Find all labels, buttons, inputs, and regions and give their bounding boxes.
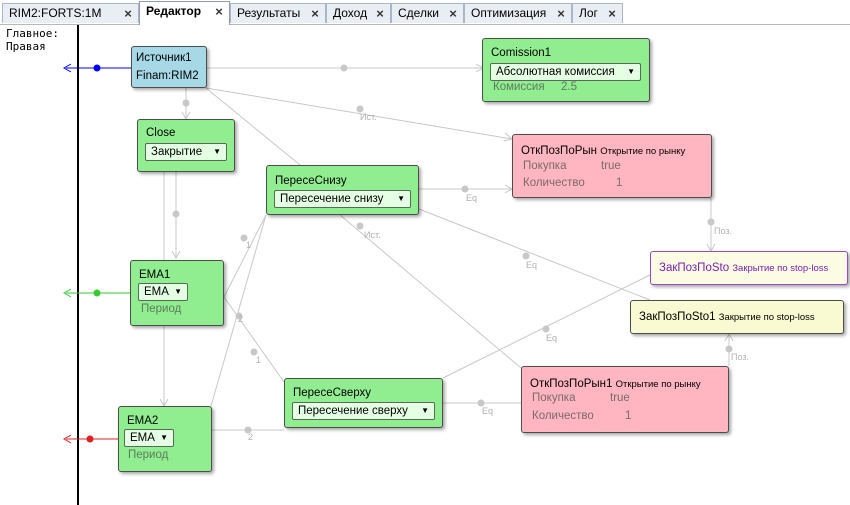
edge-label: Eq bbox=[526, 260, 538, 270]
close-node[interactable]: Close Закрытие ▼ bbox=[137, 119, 235, 172]
param-label: Покупка bbox=[532, 392, 576, 404]
chevron-down-icon: ▼ bbox=[627, 67, 635, 76]
panel-divider bbox=[77, 25, 79, 505]
param-label: Комиссия bbox=[493, 81, 545, 93]
edge-label: 1 bbox=[246, 240, 252, 250]
tab-bar: RIM2:FORTS:1M × Редактор × Результаты × … bbox=[0, 0, 850, 25]
tab-label: RIM2:FORTS:1M bbox=[9, 6, 102, 20]
tab-label: Лог bbox=[579, 6, 598, 20]
close-stop1-node[interactable]: ЗакПозПоSto1 Закрытие по stop-loss bbox=[630, 300, 844, 334]
cross-type-select[interactable]: Пересечение снизу ▼ bbox=[274, 190, 411, 208]
close-icon[interactable]: × bbox=[215, 4, 223, 19]
node-subtitle: Открытие по рынку bbox=[615, 379, 701, 390]
edge-label: 1 bbox=[256, 355, 262, 365]
field-select[interactable]: Закрытие ▼ bbox=[145, 143, 227, 161]
param-label: Период bbox=[128, 449, 169, 461]
node-title: ЗакПозПоSto Закрытие по stop-loss bbox=[659, 262, 828, 274]
close-icon[interactable]: × bbox=[124, 6, 132, 21]
param-label: Период bbox=[141, 303, 182, 315]
tab-label: Оптимизация bbox=[471, 6, 547, 20]
commission-type-select[interactable]: Абсолютная комиссия ▼ bbox=[490, 63, 641, 81]
ema1-node[interactable]: EMA1 EMA ▼ Период bbox=[130, 260, 224, 326]
param-value: 2.5 bbox=[561, 81, 577, 93]
param-value: 1 bbox=[625, 410, 632, 422]
param-value: true bbox=[610, 392, 630, 404]
node-title: ЗакПозПоSto1 Закрытие по stop-loss bbox=[639, 311, 815, 323]
close-icon[interactable]: × bbox=[608, 6, 616, 21]
indicator-select[interactable]: EMA ▼ bbox=[124, 429, 174, 447]
tab-label: Редактор bbox=[146, 4, 202, 18]
node-name: ЗакПозПоSto1 bbox=[639, 311, 716, 323]
node-title: ПересеСнизу bbox=[275, 175, 347, 187]
select-value: Абсолютная комиссия bbox=[496, 66, 615, 78]
param-value: 1 bbox=[616, 177, 623, 189]
node-subtitle: Закрытие по stop-loss bbox=[718, 312, 815, 323]
open-market-node[interactable]: ОткПозПоРын Открытие по рынку Покупка tr… bbox=[512, 134, 712, 198]
close-icon[interactable]: × bbox=[449, 6, 457, 21]
source-node[interactable]: Источник1 Finam:RIM2 bbox=[131, 46, 207, 88]
edge-label: Ист. bbox=[360, 112, 377, 122]
select-value: EMA bbox=[144, 286, 169, 298]
edge-label: Поз. bbox=[714, 226, 732, 236]
open-market1-node[interactable]: ОткПозПоРын1 Открытие по рынку Покупка t… bbox=[521, 366, 729, 433]
close-icon[interactable]: × bbox=[376, 6, 384, 21]
tab-deals[interactable]: Сделки × bbox=[391, 3, 464, 23]
edge-label: Eq bbox=[466, 193, 478, 203]
node-title: EMA2 bbox=[127, 415, 159, 427]
select-value: EMA bbox=[130, 432, 155, 444]
node-title: Comission1 bbox=[491, 47, 552, 59]
edge-label: 2 bbox=[238, 314, 244, 324]
tab-log[interactable]: Лог × bbox=[572, 3, 623, 23]
cross-down-node[interactable]: ПересеСнизу Пересечение снизу ▼ bbox=[266, 165, 419, 215]
close-icon[interactable]: × bbox=[311, 6, 319, 21]
chevron-down-icon: ▼ bbox=[174, 287, 182, 296]
edge-label: Eq bbox=[546, 333, 558, 343]
chevron-down-icon: ▼ bbox=[421, 406, 429, 415]
node-subtitle: Закрытие по stop-loss bbox=[732, 263, 829, 274]
node-title: ОткПозПоРын Открытие по рынку bbox=[521, 145, 685, 157]
tab-label: Сделки bbox=[398, 6, 439, 20]
close-stop-node[interactable]: ЗакПозПоSto Закрытие по stop-loss bbox=[650, 251, 848, 285]
edge-label: Поз. bbox=[731, 352, 749, 362]
param-label: Покупка bbox=[523, 160, 567, 172]
cross-type-select[interactable]: Пересечение сверху ▼ bbox=[292, 402, 435, 420]
edge-label: Eq bbox=[482, 406, 494, 416]
node-name: ОткПозПоРын1 bbox=[530, 378, 613, 390]
tab-income[interactable]: Доход × bbox=[326, 3, 391, 23]
node-title: EMA1 bbox=[139, 269, 171, 281]
panel-label-right: Правая bbox=[6, 40, 46, 53]
chevron-down-icon: ▼ bbox=[213, 147, 221, 156]
node-subtitle: Открытие по рынку bbox=[600, 146, 686, 157]
tab-label: Результаты bbox=[237, 6, 301, 20]
node-title: Close bbox=[146, 127, 176, 139]
close-icon[interactable]: × bbox=[557, 6, 565, 21]
param-label: Количество bbox=[523, 177, 585, 189]
node-title: ПересеСверху bbox=[293, 387, 372, 399]
node-name: ЗакПозПоSto bbox=[659, 262, 730, 274]
left-panel: Главное: Правая bbox=[0, 25, 77, 505]
node-title: Источник1 bbox=[136, 52, 192, 64]
tab-results[interactable]: Результаты × bbox=[230, 3, 326, 23]
node-name: ОткПозПоРын bbox=[521, 145, 597, 157]
node-title: ОткПозПоРын1 Открытие по рынку bbox=[530, 378, 701, 390]
ema2-node[interactable]: EMA2 EMA ▼ Период bbox=[118, 406, 212, 472]
tab-label: Доход bbox=[333, 6, 368, 20]
tab-editor[interactable]: Редактор × bbox=[139, 1, 230, 25]
source-value: Finam:RIM2 bbox=[136, 70, 199, 82]
select-value: Закрытие bbox=[151, 146, 203, 158]
edge-label: 2 bbox=[248, 432, 254, 442]
edge-label: Ист. bbox=[364, 230, 381, 240]
param-label: Количество bbox=[532, 410, 594, 422]
tab-rim2-chart[interactable]: RIM2:FORTS:1M × bbox=[2, 3, 139, 23]
select-value: Пересечение сверху bbox=[298, 405, 408, 417]
cross-up-node[interactable]: ПересеСверху Пересечение сверху ▼ bbox=[284, 378, 443, 428]
select-value: Пересечение снизу bbox=[280, 193, 384, 205]
chevron-down-icon: ▼ bbox=[160, 433, 168, 442]
commission-node[interactable]: Comission1 Абсолютная комиссия ▼ Комисси… bbox=[482, 38, 650, 102]
tab-optimization[interactable]: Оптимизация × bbox=[464, 3, 572, 23]
panel-label-main: Главное: bbox=[6, 27, 59, 40]
param-value: true bbox=[601, 160, 621, 172]
chevron-down-icon: ▼ bbox=[397, 194, 405, 203]
indicator-select[interactable]: EMA ▼ bbox=[138, 283, 188, 301]
